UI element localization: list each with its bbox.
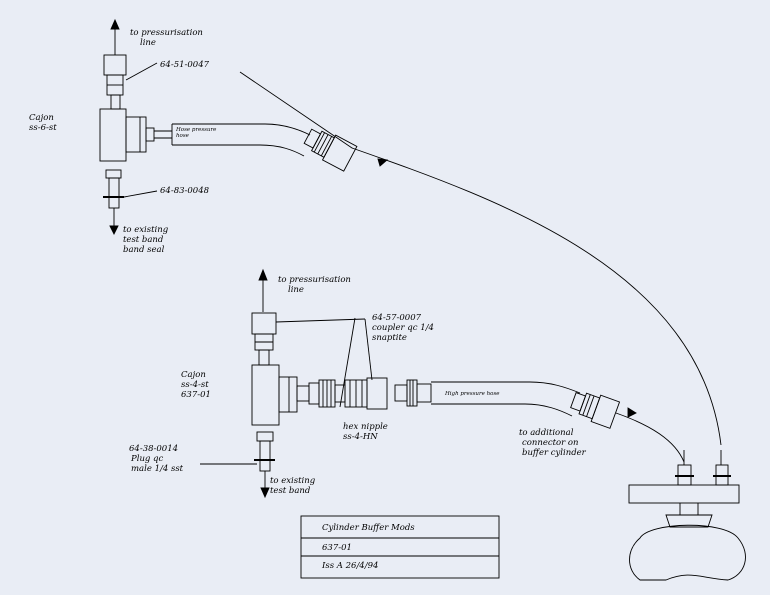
bottom-hose-label: High pressure hose bbox=[445, 391, 500, 397]
coupler-leader-upper bbox=[275, 318, 366, 323]
bottom-hose-connector bbox=[570, 392, 621, 429]
bottom-hose-lower bbox=[431, 403, 573, 417]
top-leader-lower bbox=[123, 190, 158, 198]
line-to-additional-connector bbox=[615, 412, 685, 463]
bottom-fitting-assembly bbox=[200, 268, 685, 499]
buffer-cylinder bbox=[628, 450, 746, 581]
top-stem bbox=[110, 94, 121, 110]
coupler-body bbox=[366, 377, 388, 410]
long-line-to-cylinder bbox=[239, 71, 722, 446]
bottom-down-arrowhead bbox=[260, 487, 270, 499]
bottom-nut bbox=[251, 312, 277, 335]
bottom-plug-cap bbox=[256, 431, 274, 442]
hex-nipple-leader bbox=[339, 317, 356, 408]
bottom-cajon-label: Cajon ss-4-st 637-01 bbox=[181, 370, 211, 400]
top-hose-lower bbox=[172, 144, 305, 157]
bottom-tee-body bbox=[251, 364, 280, 426]
cylinder-body bbox=[629, 524, 746, 581]
top-to-existing-label: to existing test band band seal bbox=[123, 225, 169, 255]
top-tee-branch bbox=[125, 116, 147, 153]
top-down-arrowhead bbox=[109, 225, 119, 236]
top-hose-connector bbox=[303, 128, 358, 172]
coupler-label: 64-57-0007 coupler qc 1/4 snaptite bbox=[372, 313, 434, 343]
top-nut bbox=[103, 54, 127, 76]
top-leader-upper bbox=[125, 62, 158, 81]
title-block-frame bbox=[300, 515, 500, 579]
hex-nipple-a bbox=[296, 385, 310, 402]
hex-nipple-b bbox=[308, 382, 320, 405]
title-block-drawing-number: 637-01 bbox=[322, 543, 352, 553]
title-block: Cylinder Buffer Mods 637-01 Iss A 26/4/9… bbox=[301, 516, 499, 578]
to-additional-label: to additional connector on buffer cylind… bbox=[519, 428, 586, 458]
top-plug-cap bbox=[105, 169, 122, 179]
bottom-to-existing-label: to existing test band bbox=[270, 476, 316, 496]
top-plug-body bbox=[108, 177, 120, 209]
coupler-leader bbox=[364, 318, 373, 381]
top-part-upper-label: 64-51-0047 bbox=[160, 60, 210, 70]
top-part-lower-label: 64-83-0048 bbox=[160, 186, 210, 196]
bottom-to-pressurisation-label: to pressurisation line bbox=[278, 275, 351, 295]
line-direction-marker bbox=[377, 158, 389, 167]
bottom-up-arrowhead bbox=[258, 268, 268, 281]
bottom-tee-branch bbox=[278, 376, 298, 413]
title-block-issue: Iss A 26/4/94 bbox=[322, 561, 379, 571]
cylinder-flange bbox=[628, 484, 740, 504]
bottom-hose-upper bbox=[431, 381, 581, 394]
top-hose-label: Hose pressure hose bbox=[176, 127, 217, 139]
hex-nipple-label: hex nipple ss-4-HN bbox=[343, 422, 388, 442]
top-to-pressurisation-label: to pressurisation line bbox=[130, 28, 203, 48]
title-block-title: Cylinder Buffer Mods bbox=[322, 523, 415, 533]
top-up-arrowhead bbox=[110, 18, 120, 30]
bottom-plug-body bbox=[259, 440, 271, 472]
top-cajon-label: Cajon ss-6-st bbox=[29, 113, 57, 133]
cylinder-neck bbox=[665, 514, 713, 528]
top-tee-body bbox=[99, 108, 127, 162]
plug-label: 64-38-0014 Plug qc male 1/4 sst bbox=[129, 444, 184, 474]
top-fitting-assembly bbox=[99, 18, 358, 236]
top-hose-upper bbox=[172, 123, 311, 136]
mating-plug bbox=[394, 384, 408, 402]
